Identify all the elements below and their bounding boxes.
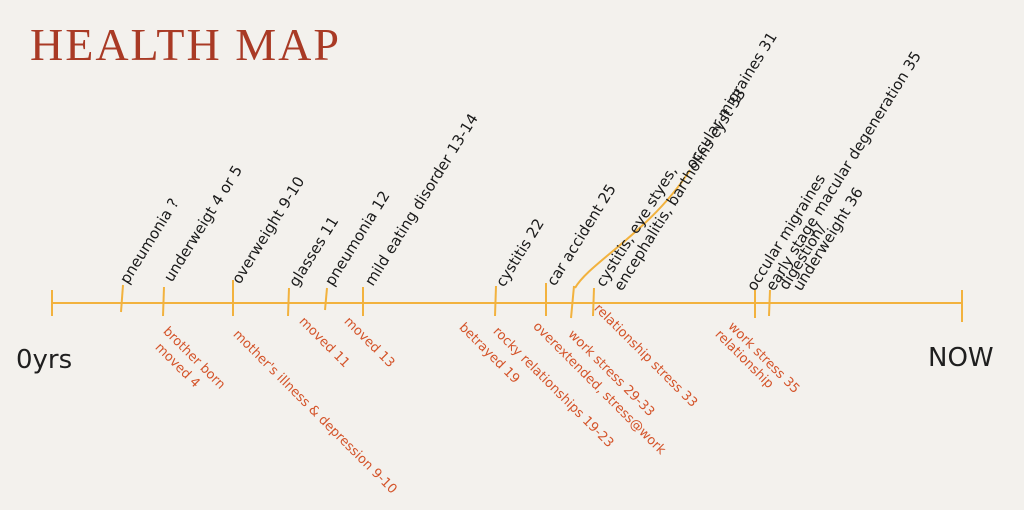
tick <box>494 285 497 317</box>
page-title: HEALTH MAP <box>30 19 341 70</box>
migraine-connector <box>574 169 691 289</box>
tick <box>768 289 771 317</box>
tick <box>120 284 124 313</box>
tick <box>287 287 290 317</box>
tick <box>324 287 328 311</box>
timeline-ticks <box>120 169 771 319</box>
axis-end-label: NOW <box>928 343 994 373</box>
tick <box>592 287 595 317</box>
axis-start-label: 0yrs <box>16 345 73 375</box>
tick <box>570 285 575 319</box>
tick <box>162 286 165 317</box>
